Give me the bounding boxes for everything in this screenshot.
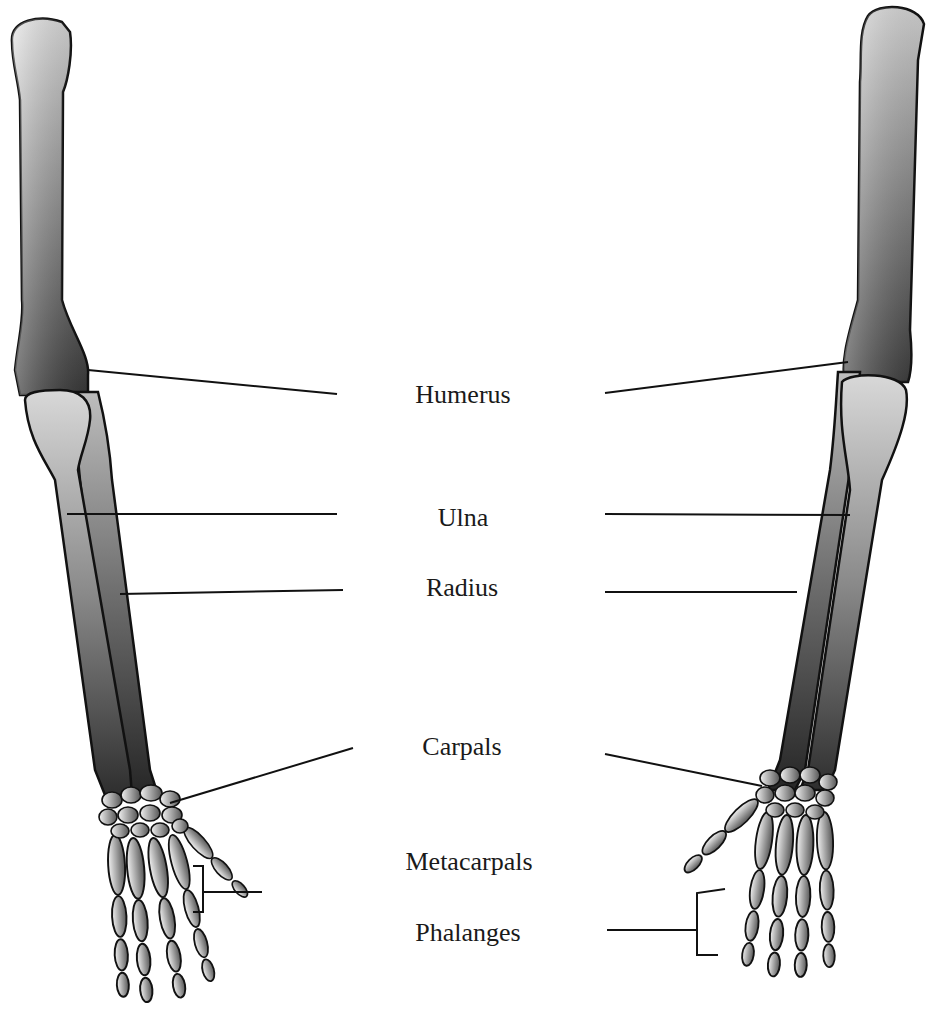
part-label: Phalanges bbox=[415, 919, 520, 948]
right-arm bbox=[680, 7, 924, 977]
leader-lines bbox=[67, 362, 850, 955]
part-label: Humerus bbox=[415, 381, 510, 410]
part-label: Ulna bbox=[438, 504, 489, 533]
left-arm bbox=[12, 19, 252, 1003]
part-label: Metacarpals bbox=[405, 848, 532, 877]
part-label: Carpals bbox=[422, 733, 501, 762]
part-label: Radius bbox=[426, 574, 498, 603]
